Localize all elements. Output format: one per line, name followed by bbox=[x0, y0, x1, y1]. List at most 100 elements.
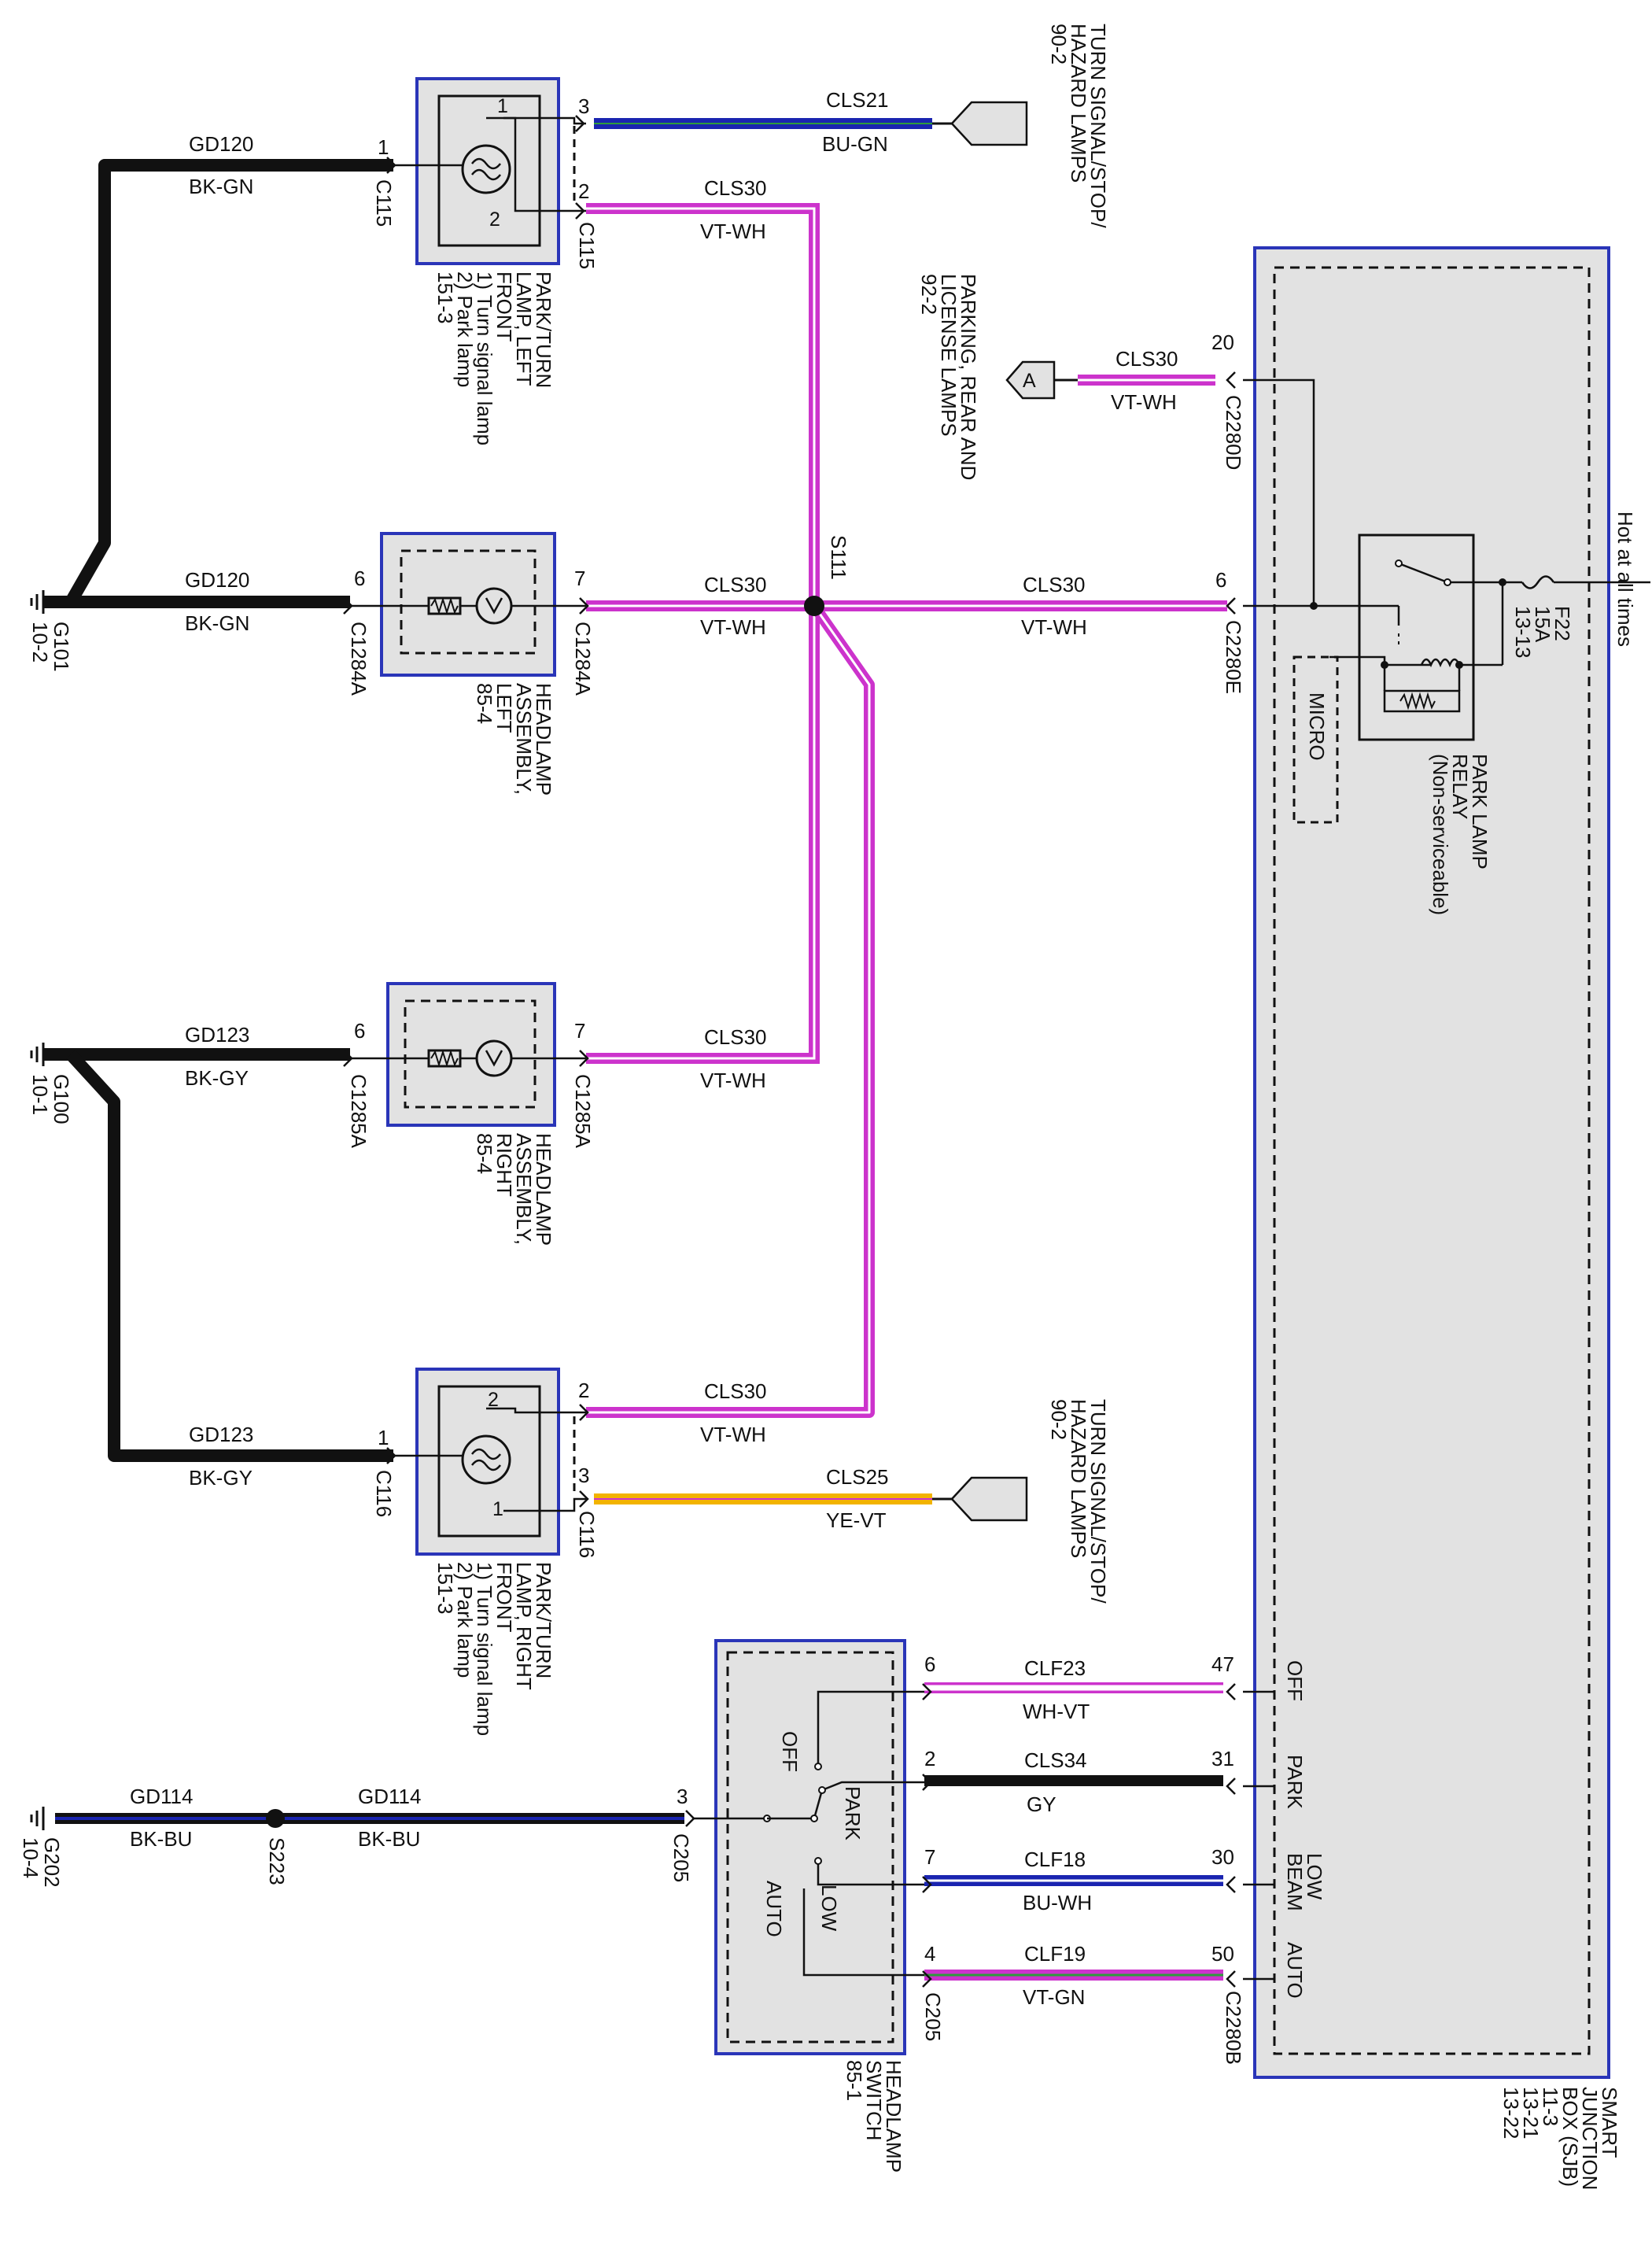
lamp-right-inner-pin-2: 2 bbox=[488, 1389, 499, 1411]
switch-connector-in: C205 bbox=[669, 1833, 693, 1883]
fuse-f22-name: F22 bbox=[1551, 606, 1574, 641]
lamp-right-pin-in: 1 bbox=[378, 1426, 389, 1449]
wire-clf23-circuit: CLF23 bbox=[1024, 1656, 1086, 1680]
ground-symbol-g202 bbox=[30, 1807, 45, 1830]
wire-clf18-circuit: CLF18 bbox=[1024, 1848, 1086, 1871]
headlamp-right-title-1: HEADLAMP bbox=[532, 1133, 555, 1246]
headlamp-right-title-4: 85-4 bbox=[473, 1133, 496, 1175]
relay-title-1: PARK LAMP bbox=[1468, 754, 1492, 869]
offpage-turn-left-line-3: 90-2 bbox=[1047, 24, 1071, 65]
wire-gd120b-circuit: GD120 bbox=[185, 568, 250, 592]
lamp-right-pin-a: 2 bbox=[578, 1379, 590, 1402]
sjb-connector-c2280d: C2280D bbox=[1222, 395, 1245, 471]
lamp-right-title-6: 151-3 bbox=[433, 1562, 457, 1615]
headlamp-right-title-2: ASSEMBLY, bbox=[512, 1133, 536, 1246]
wire-cls30a-circuit: CLS30 bbox=[704, 176, 767, 200]
lamp-right-pin-b: 3 bbox=[578, 1464, 590, 1487]
lamp-left-connector-out: C115 bbox=[575, 222, 599, 270]
wire-cls34-color: GY bbox=[1027, 1792, 1056, 1816]
switch-title-3: 85-1 bbox=[843, 2060, 866, 2102]
offpage-turn-left-line-2: HAZARD LAMPS bbox=[1067, 24, 1090, 183]
wire-cls30e-color: VT-WH bbox=[700, 1423, 766, 1446]
wire-gd114b-color: BK-BU bbox=[358, 1827, 421, 1851]
offpage-turn-right-line-3: 90-2 bbox=[1047, 1399, 1071, 1441]
wire-cls30f-color: VT-WH bbox=[1111, 390, 1177, 414]
switch-position-low: LOW bbox=[817, 1885, 841, 1932]
lamp-left-title-4: 1) Turn signal lamp bbox=[473, 271, 496, 446]
sjb-label-beam: BEAM bbox=[1283, 1853, 1307, 1911]
sjb-connector-c2280b: C2280B bbox=[1222, 1991, 1245, 2065]
wire-cls25-circuit: CLS25 bbox=[826, 1465, 889, 1489]
wire-gd123b-circuit: GD123 bbox=[189, 1423, 254, 1446]
fuse-f22-ref: 13-13 bbox=[1511, 606, 1535, 659]
splice-s223-dot bbox=[266, 1809, 285, 1828]
splice-s223-label: S223 bbox=[265, 1837, 289, 1885]
wire-gd114b-circuit: GD114 bbox=[358, 1785, 422, 1808]
wire-gd120-circuit: GD120 bbox=[189, 132, 254, 156]
lamp-right-title-2: LAMP, RIGHT bbox=[512, 1562, 536, 1690]
ground-g100-name: G100 bbox=[50, 1074, 73, 1124]
lamp-left-title-6: 151-3 bbox=[433, 271, 457, 324]
fuse-f22-rating: 15A bbox=[1531, 606, 1554, 643]
sjb-hot-label: Hot at all times bbox=[1613, 511, 1637, 647]
offpage-turn-right-line-2: HAZARD LAMPS bbox=[1067, 1399, 1090, 1559]
sjb-title-6: 13-22 bbox=[1499, 2087, 1523, 2139]
headlamp-right-pin-in: 6 bbox=[354, 1019, 366, 1043]
ground-g101-name: G101 bbox=[50, 622, 73, 672]
sjb-label-park: PARK bbox=[1283, 1755, 1307, 1809]
lamp-left-title-5: 2) Park lamp bbox=[453, 271, 477, 388]
ground-g101-ref: 10-2 bbox=[28, 622, 52, 663]
switch-pin-in: 3 bbox=[677, 1785, 688, 1808]
splice-s111-dot bbox=[804, 596, 824, 616]
headlamp-left-connector-in: C1284A bbox=[347, 622, 371, 696]
ground-g202-name: G202 bbox=[40, 1837, 64, 1888]
lamp-right-connector-out: C116 bbox=[575, 1511, 599, 1559]
switch-title-2: SWITCH bbox=[862, 2060, 886, 2141]
sjb-connector-c2280e: C2280E bbox=[1222, 620, 1245, 694]
offpage-turn-left-line-1: TURN SIGNAL/STOP/ bbox=[1086, 24, 1110, 228]
sjb-title-3: BOX (SJB) bbox=[1558, 2087, 1582, 2187]
park-turn-lamp-left: 1 2 bbox=[393, 77, 586, 265]
wire-gd123b-color: BK-GY bbox=[189, 1466, 253, 1490]
offpage-parking-line-1: PARKING, REAR AND bbox=[957, 274, 980, 481]
switch-pin-7: 7 bbox=[924, 1845, 936, 1869]
wire-clf19-color: VT-GN bbox=[1023, 1985, 1086, 2009]
headlamp-right-connector-in: C1285A bbox=[347, 1074, 371, 1148]
wire-cls30c-color: VT-WH bbox=[1021, 615, 1087, 639]
switch-position-park: PARK bbox=[841, 1786, 865, 1840]
ground-g202-ref: 10-4 bbox=[19, 1837, 42, 1879]
switch-pin-2: 2 bbox=[924, 1747, 936, 1770]
wire-cls30f-circuit: CLS30 bbox=[1115, 347, 1178, 371]
lamp-left-title-3: FRONT bbox=[492, 271, 516, 342]
sjb-label-low: LOW bbox=[1303, 1853, 1326, 1900]
wire-cls30b-color: VT-WH bbox=[700, 615, 766, 639]
splice-s111-label: S111 bbox=[827, 535, 850, 580]
wire-gd120-color: BK-GN bbox=[189, 175, 254, 198]
wire-gd123-color: BK-GY bbox=[185, 1066, 249, 1090]
ground-symbol-g101 bbox=[30, 590, 49, 614]
lamp-left-title-2: LAMP, LEFT bbox=[512, 271, 536, 386]
sjb-title-2: JUNCTION bbox=[1578, 2087, 1602, 2191]
wire-clf18-color: BU-WH bbox=[1023, 1891, 1093, 1914]
headlamp-left-connector-out: C1284A bbox=[571, 622, 595, 696]
headlamp-switch bbox=[692, 1639, 924, 2055]
headlamp-right-pin-out: 7 bbox=[574, 1019, 586, 1043]
sjb-pin-6: 6 bbox=[1215, 568, 1227, 592]
wire-cls21-color: BU-GN bbox=[822, 132, 888, 156]
sjb-pin-20: 20 bbox=[1211, 330, 1234, 354]
wire-cls30b-circuit: CLS30 bbox=[704, 573, 767, 596]
wire-cls30a-color: VT-WH bbox=[700, 220, 766, 243]
switch-position-auto: AUTO bbox=[762, 1881, 786, 1937]
cls30-trunk bbox=[586, 203, 1227, 1418]
sjb-pin-30: 30 bbox=[1211, 1845, 1234, 1869]
wire-gd114a-circuit: GD114 bbox=[130, 1785, 194, 1808]
wire-cls30e-circuit: CLS30 bbox=[704, 1379, 767, 1403]
lamp-left-pin-a: 3 bbox=[578, 94, 590, 118]
lamp-right-connector-in: C116 bbox=[372, 1470, 396, 1518]
headlamp-left-title-1: HEADLAMP bbox=[532, 683, 555, 796]
relay-title-3: (Non-serviceable) bbox=[1429, 754, 1452, 916]
wire-cls30d-color: VT-WH bbox=[700, 1069, 766, 1092]
switch-title-1: HEADLAMP bbox=[882, 2060, 905, 2173]
wire-gd123-circuit: GD123 bbox=[185, 1023, 250, 1047]
wire-cls21-circuit: CLS21 bbox=[826, 88, 889, 112]
